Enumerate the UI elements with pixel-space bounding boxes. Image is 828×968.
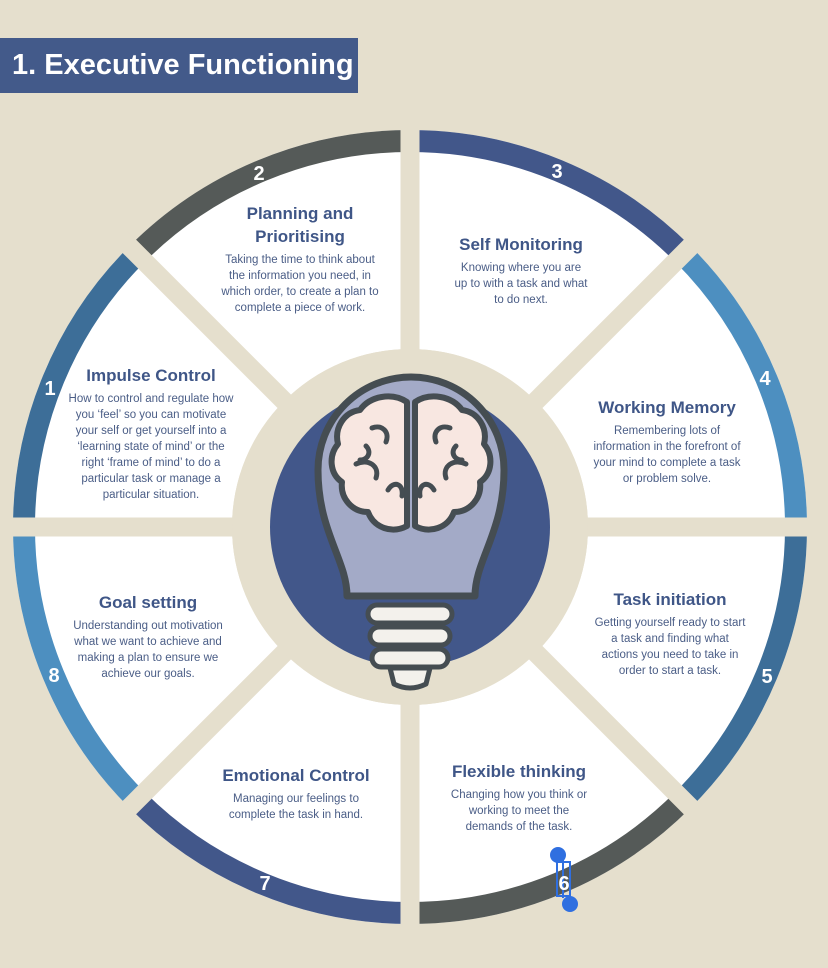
segment-description: Getting yourself ready to start a task a… (594, 617, 746, 677)
segment-divider (507, 225, 712, 430)
segment-description: Understanding out motivation what we wan… (73, 620, 223, 680)
segment-arc (409, 130, 691, 262)
segment-1 (13, 246, 285, 528)
segment-divider (108, 624, 313, 829)
segment-number: 1 (44, 378, 56, 400)
segment-description: Remembering lots of information in the f… (593, 425, 741, 485)
segment-arc (13, 526, 145, 808)
segment-number: 4 (759, 368, 771, 390)
segment-description: Managing our feelings to complete the ta… (228, 793, 364, 821)
segment-arc (129, 792, 411, 924)
segment-5 (535, 526, 807, 808)
segment-number: 6 (558, 873, 570, 895)
segment-title: Planning and Prioritising (246, 204, 354, 246)
segment-description: How to control and regulate how you ‘fee… (68, 393, 234, 501)
segment-title: Flexible thinking (451, 762, 587, 781)
segment-7 (129, 652, 411, 924)
page-title: 1. Executive Functioning (0, 38, 358, 93)
segment-title: Impulse Control (86, 366, 216, 385)
brain-icon (328, 393, 494, 533)
segment-title: Emotional Control (222, 766, 370, 785)
segment-title: Goal setting (98, 593, 198, 612)
segment-description: Knowing where you are up to with a task … (454, 262, 588, 306)
segment-divider (108, 225, 313, 430)
segment-3 (409, 130, 691, 402)
segment-8 (13, 526, 285, 808)
text-selection-handle-icon[interactable] (550, 847, 578, 912)
segment-arc (129, 130, 411, 262)
bulb-base (365, 602, 455, 691)
segment-description: Taking the time to think about the infor… (221, 254, 379, 314)
segment-number: 2 (253, 163, 265, 185)
segment-number: 7 (259, 873, 271, 895)
segment-arc (675, 526, 807, 808)
segment-title: Task initiation (613, 590, 727, 609)
segment-number: 5 (761, 666, 773, 688)
segment-number: 3 (551, 161, 563, 183)
segment-title: Working Memory (598, 398, 736, 417)
segment-2 (129, 130, 411, 402)
segment-arc (675, 246, 807, 528)
lightbulb-brain-icon (270, 373, 550, 691)
segment-arc (13, 246, 145, 528)
segment-title: Self Monitoring (459, 235, 583, 254)
segment-divider (507, 624, 712, 829)
segment-description: Changing how you think or working to mee… (450, 789, 588, 833)
segment-4 (535, 246, 807, 528)
segment-number: 8 (48, 665, 60, 687)
